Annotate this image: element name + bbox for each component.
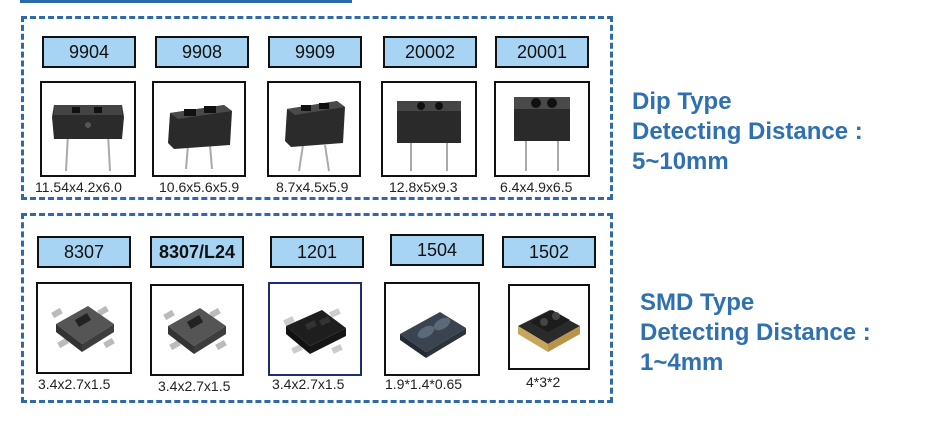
product-image-1502	[508, 284, 590, 370]
product-image-1504	[384, 282, 480, 376]
size-label-1201: 3.4x2.7x1.5	[272, 376, 345, 392]
model-label-8307: 8307	[37, 236, 131, 268]
product-image-20001	[494, 81, 590, 177]
model-label-20001: 20001	[495, 36, 589, 68]
size-label-9908: 10.6x5.6x5.9	[159, 179, 240, 195]
size-label-9904: 11.54x4.2x6.0	[35, 179, 122, 195]
size-label-20001: 6.4x4.9x6.5	[500, 179, 573, 195]
model-label-9904: 9904	[42, 36, 136, 68]
smd-type-title: SMD Type	[640, 289, 755, 316]
product-image-8307	[36, 282, 132, 374]
product-image-9909	[267, 81, 361, 177]
dip-type-description: Dip Type Detecting Distance : 5~10mm	[632, 87, 863, 177]
product-image-20002	[381, 81, 477, 177]
size-label-9909: 8.7x4.5x5.9	[276, 179, 349, 195]
model-label-9908: 9908	[155, 36, 249, 68]
model-label-20002: 20002	[383, 36, 477, 68]
model-label-1201: 1201	[270, 236, 364, 268]
product-image-9908	[152, 81, 246, 177]
dip-distance-value: 5~10mm	[632, 148, 729, 175]
smd-distance-label: Detecting Distance :	[640, 319, 871, 346]
smd-type-description: SMD Type Detecting Distance : 1~4mm	[640, 288, 871, 378]
product-image-8307-l24	[150, 284, 244, 376]
model-label-1504: 1504	[390, 234, 484, 266]
size-label-1504: 1.9*1.4*0.65	[385, 376, 463, 392]
model-label-8307-l24: 8307/L24	[150, 236, 244, 268]
size-label-1502: 4*3*2	[526, 374, 561, 390]
dip-distance-label: Detecting Distance :	[632, 118, 863, 145]
dip-type-group	[21, 16, 613, 200]
top-rule	[20, 0, 352, 3]
smd-distance-value: 1~4mm	[640, 349, 724, 376]
size-label-8307: 3.4x2.7x1.5	[38, 376, 111, 392]
size-label-8307-l24: 3.4x2.7x1.5	[158, 378, 231, 394]
dip-type-title: Dip Type	[632, 88, 732, 115]
smd-type-group	[21, 213, 613, 403]
model-label-9909: 9909	[268, 36, 362, 68]
product-image-1201	[268, 282, 362, 376]
model-label-1502: 1502	[502, 236, 596, 268]
size-label-20002: 12.8x5x9.3	[389, 179, 458, 195]
product-image-9904	[40, 81, 136, 177]
